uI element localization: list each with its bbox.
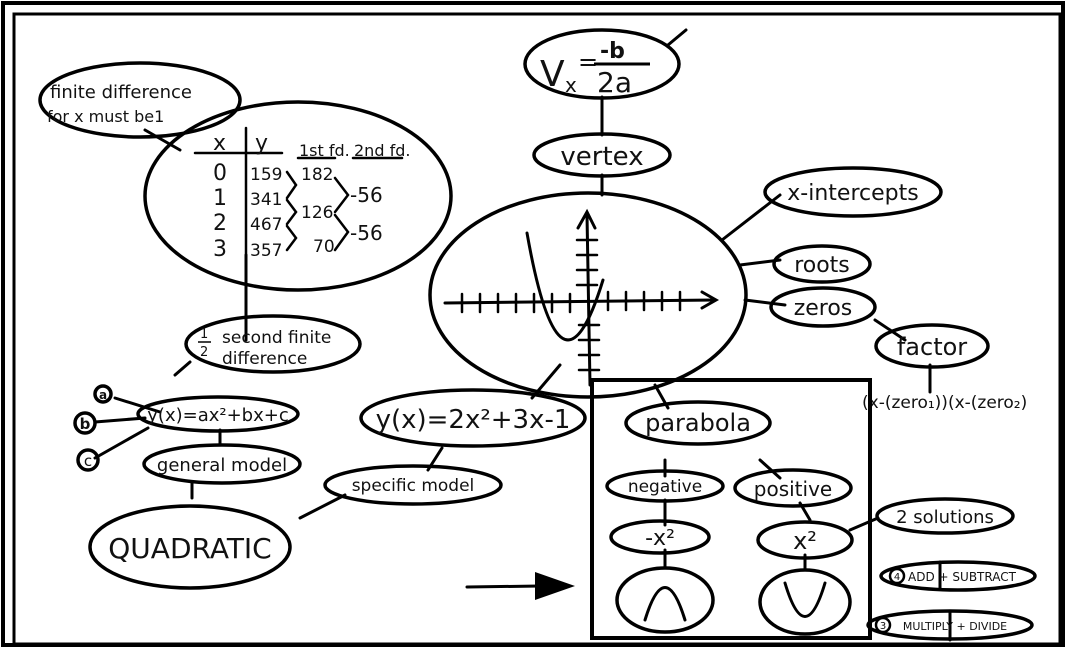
parabola-curve bbox=[525, 231, 605, 342]
half-second-line2: difference bbox=[222, 349, 307, 369]
table-1st-fd-0: 182 bbox=[301, 165, 333, 185]
add-subtract-node: 4 ADD + SUBTRACT bbox=[879, 560, 1037, 592]
pos-x2-label: x² bbox=[793, 527, 817, 555]
half-den: 2 bbox=[200, 345, 208, 360]
factor-node: factor bbox=[874, 323, 990, 369]
x-intercepts-label: x-intercepts bbox=[787, 181, 918, 206]
highlight-box bbox=[590, 378, 872, 640]
x-axis-ticks bbox=[460, 290, 682, 314]
roots-label: roots bbox=[794, 253, 850, 278]
specific-model-label: specific model bbox=[352, 476, 475, 496]
table-header-2nd-fd: 2nd fd. bbox=[354, 141, 410, 160]
parabola-graph-node bbox=[428, 191, 748, 399]
positive-node: positive bbox=[733, 468, 853, 508]
negative-label: negative bbox=[628, 477, 702, 497]
roots-node: roots bbox=[772, 244, 872, 284]
vertex-formula-num: -b bbox=[600, 39, 625, 64]
multiply-divide-node: 3 MULTIPLY + DIVIDE bbox=[866, 609, 1034, 641]
multiply-divide-num: 3 bbox=[880, 621, 886, 632]
negative-node: negative bbox=[605, 469, 725, 503]
table-y-3: 357 bbox=[250, 241, 282, 261]
specific-formula: y(x)=2x²+3x-1 bbox=[376, 405, 571, 435]
finite-diff-line1: finite difference bbox=[50, 82, 192, 103]
neg-x2-node: -x² bbox=[609, 519, 711, 555]
vertex-formula-den: 2a bbox=[597, 66, 632, 99]
general-formula: y(x)=ax²+bx+c bbox=[147, 405, 288, 426]
general-model-label: general model bbox=[157, 455, 287, 476]
x-intercepts-node: x-intercepts bbox=[763, 166, 943, 218]
general-model-node: general model bbox=[142, 443, 302, 485]
neg-x2-label: -x² bbox=[645, 526, 675, 551]
coefficient-a-node: a bbox=[93, 384, 113, 404]
table-2nd-fd-0: -56 bbox=[350, 183, 383, 207]
two-solutions-label: 2 solutions bbox=[896, 507, 994, 528]
downward-parabola-node bbox=[615, 566, 715, 634]
quadratic-node: QUADRATIC bbox=[88, 504, 292, 590]
quadratic-label: QUADRATIC bbox=[108, 532, 271, 565]
two-solutions-node: 2 solutions bbox=[875, 497, 1015, 535]
downward-parabola-icon bbox=[643, 586, 687, 622]
table-header-x: x bbox=[213, 131, 226, 156]
coefficient-c-node: c bbox=[76, 448, 100, 472]
table-2nd-fd-1: -56 bbox=[350, 221, 383, 245]
finite-diff-line2: for x must be1 bbox=[47, 107, 164, 126]
coeff-a-label: a bbox=[99, 388, 107, 402]
vertex-formula-lhs: V bbox=[540, 54, 565, 95]
y-axis-ticks bbox=[575, 238, 601, 372]
parabola-label: parabola bbox=[645, 409, 751, 437]
zeros-node: zeros bbox=[769, 286, 877, 328]
half-second-difference-node: 1 2 second finite difference bbox=[184, 314, 362, 374]
table-x-2: 2 bbox=[213, 211, 227, 236]
general-formula-node: y(x)=ax²+bx+c bbox=[136, 395, 300, 433]
specific-formula-node: y(x)=2x²+3x-1 bbox=[359, 388, 587, 448]
vertex-label: vertex bbox=[560, 142, 643, 172]
table-x-1: 1 bbox=[213, 186, 227, 211]
coeff-b-label: b bbox=[80, 415, 91, 433]
pointer-arrow-icon bbox=[465, 572, 575, 600]
vertex-formula-node: V x = -b 2a bbox=[523, 28, 688, 100]
table-x-3: 3 bbox=[213, 237, 227, 262]
factor-label: factor bbox=[897, 333, 967, 361]
table-y-2: 467 bbox=[250, 215, 282, 235]
coefficient-b-node: b bbox=[73, 411, 97, 435]
upward-parabola-icon bbox=[783, 581, 827, 618]
table-1st-fd-2: 70 bbox=[313, 237, 335, 257]
table-node: x y 1st fd. 2nd fd. 0 1 2 3 159 341 467 … bbox=[143, 100, 453, 302]
table-header-1st-fd: 1st fd. bbox=[299, 141, 350, 160]
table-x-0: 0 bbox=[213, 161, 227, 186]
positive-label: positive bbox=[754, 477, 832, 501]
inner-border bbox=[12, 12, 1062, 646]
coeff-c-label: c bbox=[84, 452, 92, 470]
vertex-formula-eq: = bbox=[578, 48, 598, 76]
table-y-1: 341 bbox=[250, 190, 282, 210]
vertex-node: vertex bbox=[532, 132, 672, 178]
zeros-label: zeros bbox=[794, 296, 853, 321]
pos-x2-node: x² bbox=[756, 520, 854, 560]
specific-model-node: specific model bbox=[323, 464, 503, 506]
half-num: 1 bbox=[200, 327, 208, 342]
upward-parabola-node bbox=[758, 568, 852, 636]
factored-form: (x-(zero₁))(x-(zero₂) bbox=[862, 393, 1027, 413]
vertex-formula-sub: x bbox=[565, 73, 577, 97]
table-1st-fd-1: 126 bbox=[301, 203, 333, 223]
table-header-y: y bbox=[255, 131, 268, 156]
finite-difference-note-node: finite difference for x must be1 bbox=[38, 61, 242, 139]
add-subtract-num: 4 bbox=[894, 572, 900, 583]
multiply-divide-label: MULTIPLY + DIVIDE bbox=[903, 620, 1007, 633]
half-second-line1: second finite bbox=[222, 328, 331, 348]
add-subtract-label: ADD + SUBTRACT bbox=[908, 570, 1017, 584]
table-y-0: 159 bbox=[250, 165, 282, 185]
parabola-node: parabola bbox=[624, 400, 772, 446]
